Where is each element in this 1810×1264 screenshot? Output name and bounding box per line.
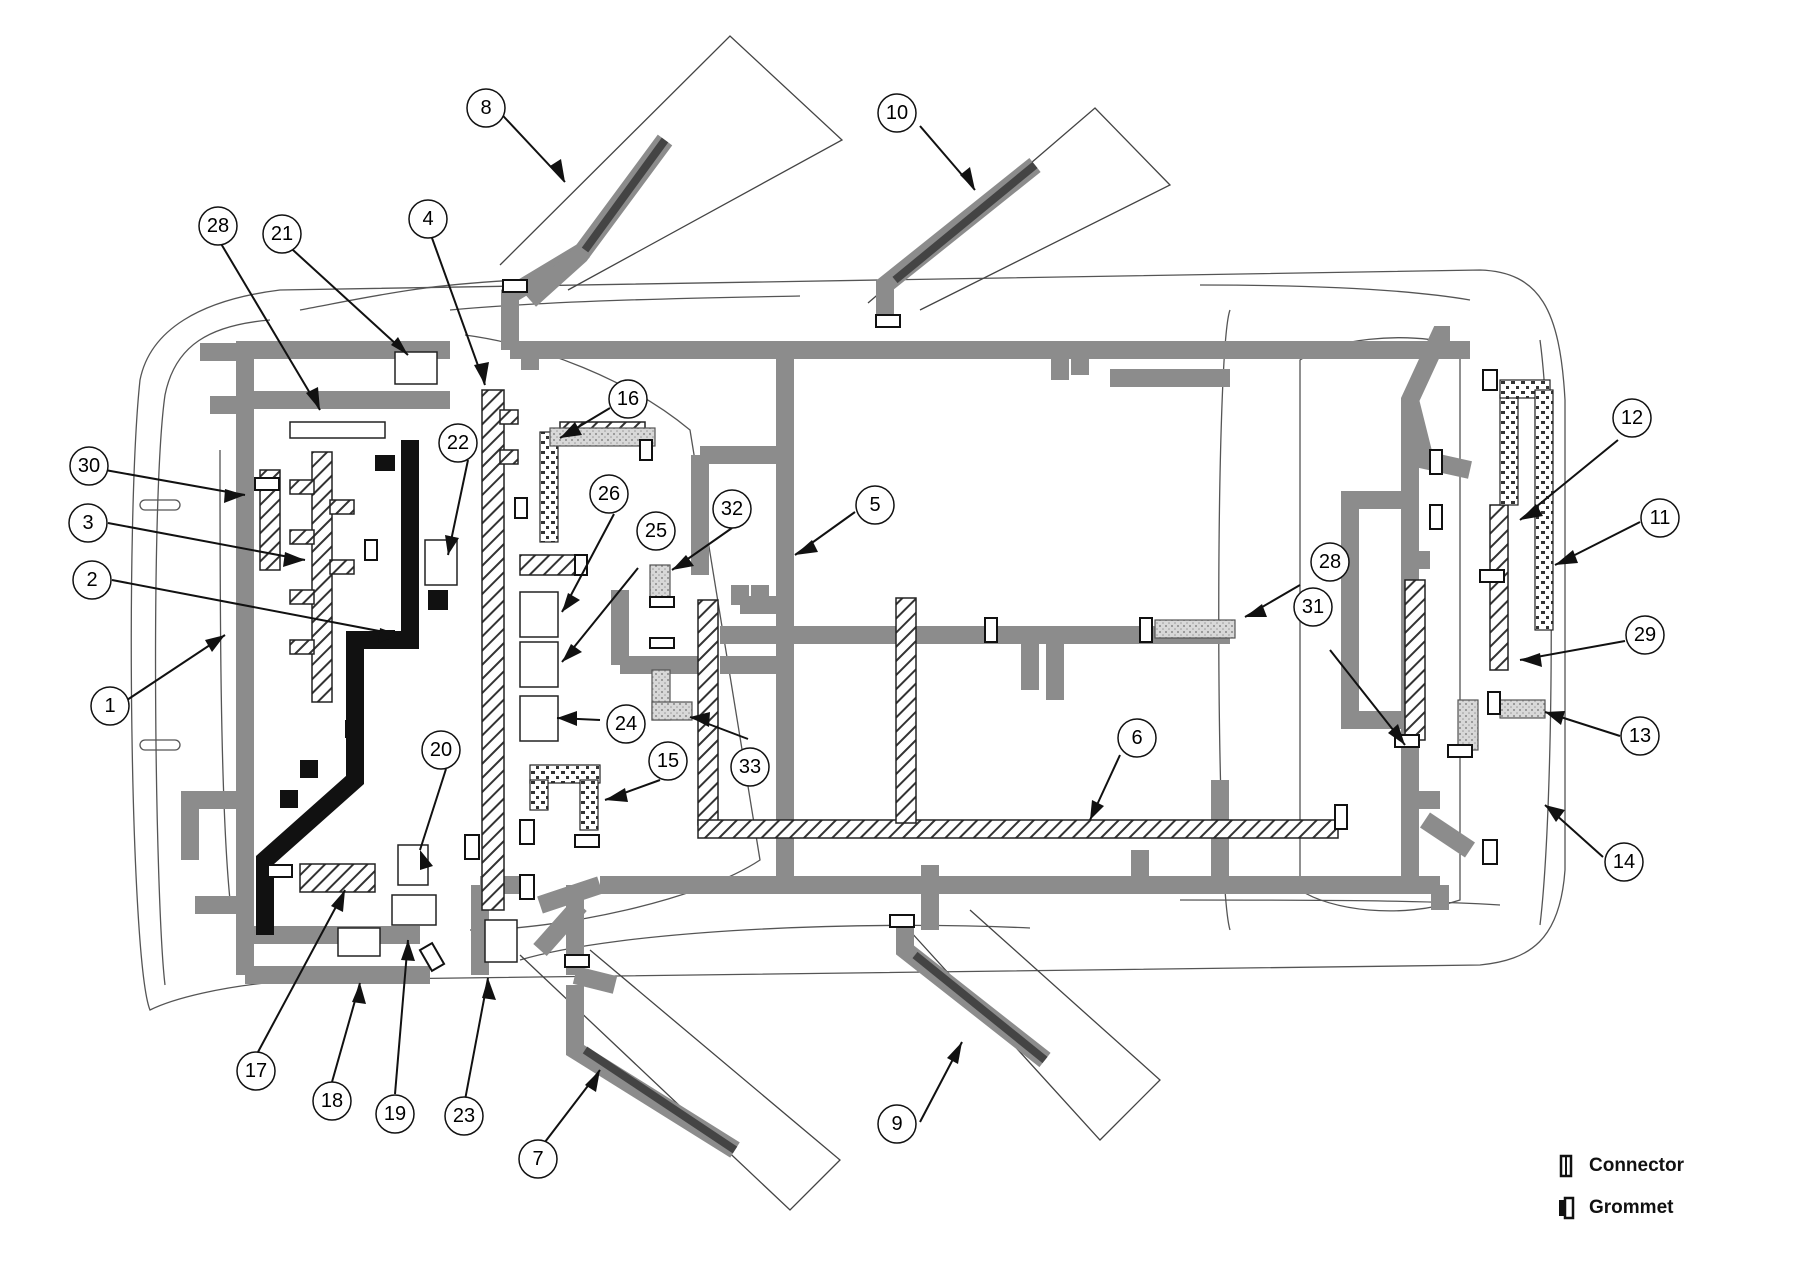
door-outlines <box>499 35 1172 1211</box>
callout-label-12: 12 <box>1621 407 1643 429</box>
callout-label-5: 5 <box>869 494 880 516</box>
callout-label-8: 8 <box>480 97 491 119</box>
callout-label-18: 18 <box>321 1090 343 1112</box>
callout-label-28b: 28 <box>1319 551 1341 573</box>
legend-grommet-label: Grommet <box>1589 1197 1674 1218</box>
hatched-stubs <box>289 409 519 655</box>
callout-label-32: 32 <box>721 498 743 520</box>
callout-label-15: 15 <box>657 750 679 772</box>
callout-label-26: 26 <box>598 483 620 505</box>
legend-grommet: Grommet <box>1555 1187 1684 1229</box>
callout-label-24: 24 <box>615 713 637 735</box>
callout-label-9: 9 <box>891 1113 902 1135</box>
callout-label-10: 10 <box>886 102 908 124</box>
callout-label-2: 2 <box>86 569 97 591</box>
callout-label-13: 13 <box>1629 725 1651 747</box>
legend: Connector Grommet <box>1555 1145 1684 1229</box>
grommet-icon <box>1559 1196 1575 1220</box>
callout-label-33: 33 <box>739 756 761 778</box>
connectors <box>254 279 1505 973</box>
legend-connector: Connector <box>1555 1145 1684 1187</box>
callout-label-3: 3 <box>82 512 93 534</box>
callout-label-28a: 28 <box>207 215 229 237</box>
callout-label-20: 20 <box>430 739 452 761</box>
callout-label-17: 17 <box>245 1060 267 1082</box>
callout-label-1: 1 <box>104 695 115 717</box>
callout-label-14: 14 <box>1613 851 1635 873</box>
leader-arrowheads <box>205 159 1578 1092</box>
callout-label-6: 6 <box>1131 727 1142 749</box>
connector-icon <box>1559 1154 1573 1178</box>
pattern-harnesses <box>529 379 1554 831</box>
callout-circles <box>68 88 1680 1179</box>
callout-label-21: 21 <box>271 223 293 245</box>
callout-label-22: 22 <box>447 432 469 454</box>
hatched-harnesses <box>259 389 1509 911</box>
callout-label-25: 25 <box>645 520 667 542</box>
callout-label-29: 29 <box>1634 624 1656 646</box>
callout-label-16: 16 <box>617 388 639 410</box>
callout-label-23: 23 <box>453 1105 475 1127</box>
callout-label-4: 4 <box>422 208 433 230</box>
main-harness <box>181 242 1475 994</box>
door-harness-ends <box>581 137 1048 1154</box>
engine-harness-black <box>256 440 419 935</box>
callout-labels: 1 2 3 4 5 6 7 8 9 10 11 12 13 14 15 16 1… <box>78 97 1671 1170</box>
callout-label-30: 30 <box>78 455 100 477</box>
callout-label-19: 19 <box>384 1103 406 1125</box>
callout-label-11: 11 <box>1650 507 1671 529</box>
callout-label-31: 31 <box>1302 596 1324 618</box>
module-boxes <box>289 351 559 963</box>
legend-connector-label: Connector <box>1589 1155 1684 1176</box>
callout-label-7: 7 <box>532 1148 543 1170</box>
